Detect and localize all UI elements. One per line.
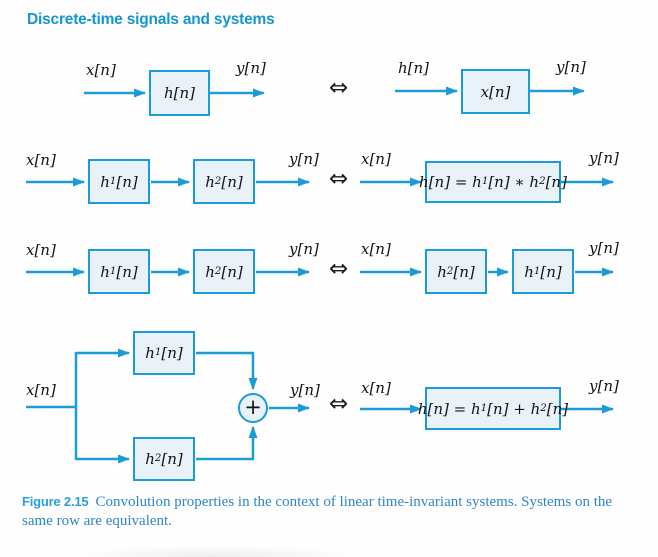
equivalence-arrow-icon: ⇔ (329, 391, 349, 417)
page-scan-shadow (55, 546, 375, 557)
signal-label-input: x[n] (86, 61, 116, 79)
signal-label-output: y[n] (589, 239, 619, 257)
signal-label-output: y[n] (589, 377, 619, 395)
page-title: Discrete-time signals and systems (27, 11, 275, 28)
signal-label-output: y[n] (589, 149, 619, 167)
signal-label-input: x[n] (361, 240, 391, 258)
signal-label-input: h[n] (398, 59, 430, 77)
block-x: x[n] (461, 69, 530, 114)
signal-label-output: y[n] (289, 240, 319, 258)
signal-label-output: y[n] (289, 150, 319, 168)
block-h: h[n] (149, 70, 210, 116)
equivalence-arrow-icon: ⇔ (329, 166, 349, 192)
signal-label-output: y[n] (556, 58, 586, 76)
equivalence-arrow-icon: ⇔ (329, 256, 349, 282)
signal-label-output: y[n] (290, 381, 320, 399)
figure-caption-text: Convolution properties in the context of… (22, 494, 613, 529)
summation-junction: + (238, 393, 268, 423)
equivalence-arrow-icon: ⇔ (329, 75, 349, 101)
signal-label-output: y[n] (236, 59, 266, 77)
signal-label-input: x[n] (361, 379, 391, 397)
signal-label-input: x[n] (361, 150, 391, 168)
signal-label-input: x[n] (26, 381, 56, 399)
figure-caption-label: Figure 2.15 (22, 494, 89, 509)
signal-label-input: x[n] (26, 151, 56, 169)
signal-label-input: x[n] (26, 241, 56, 259)
